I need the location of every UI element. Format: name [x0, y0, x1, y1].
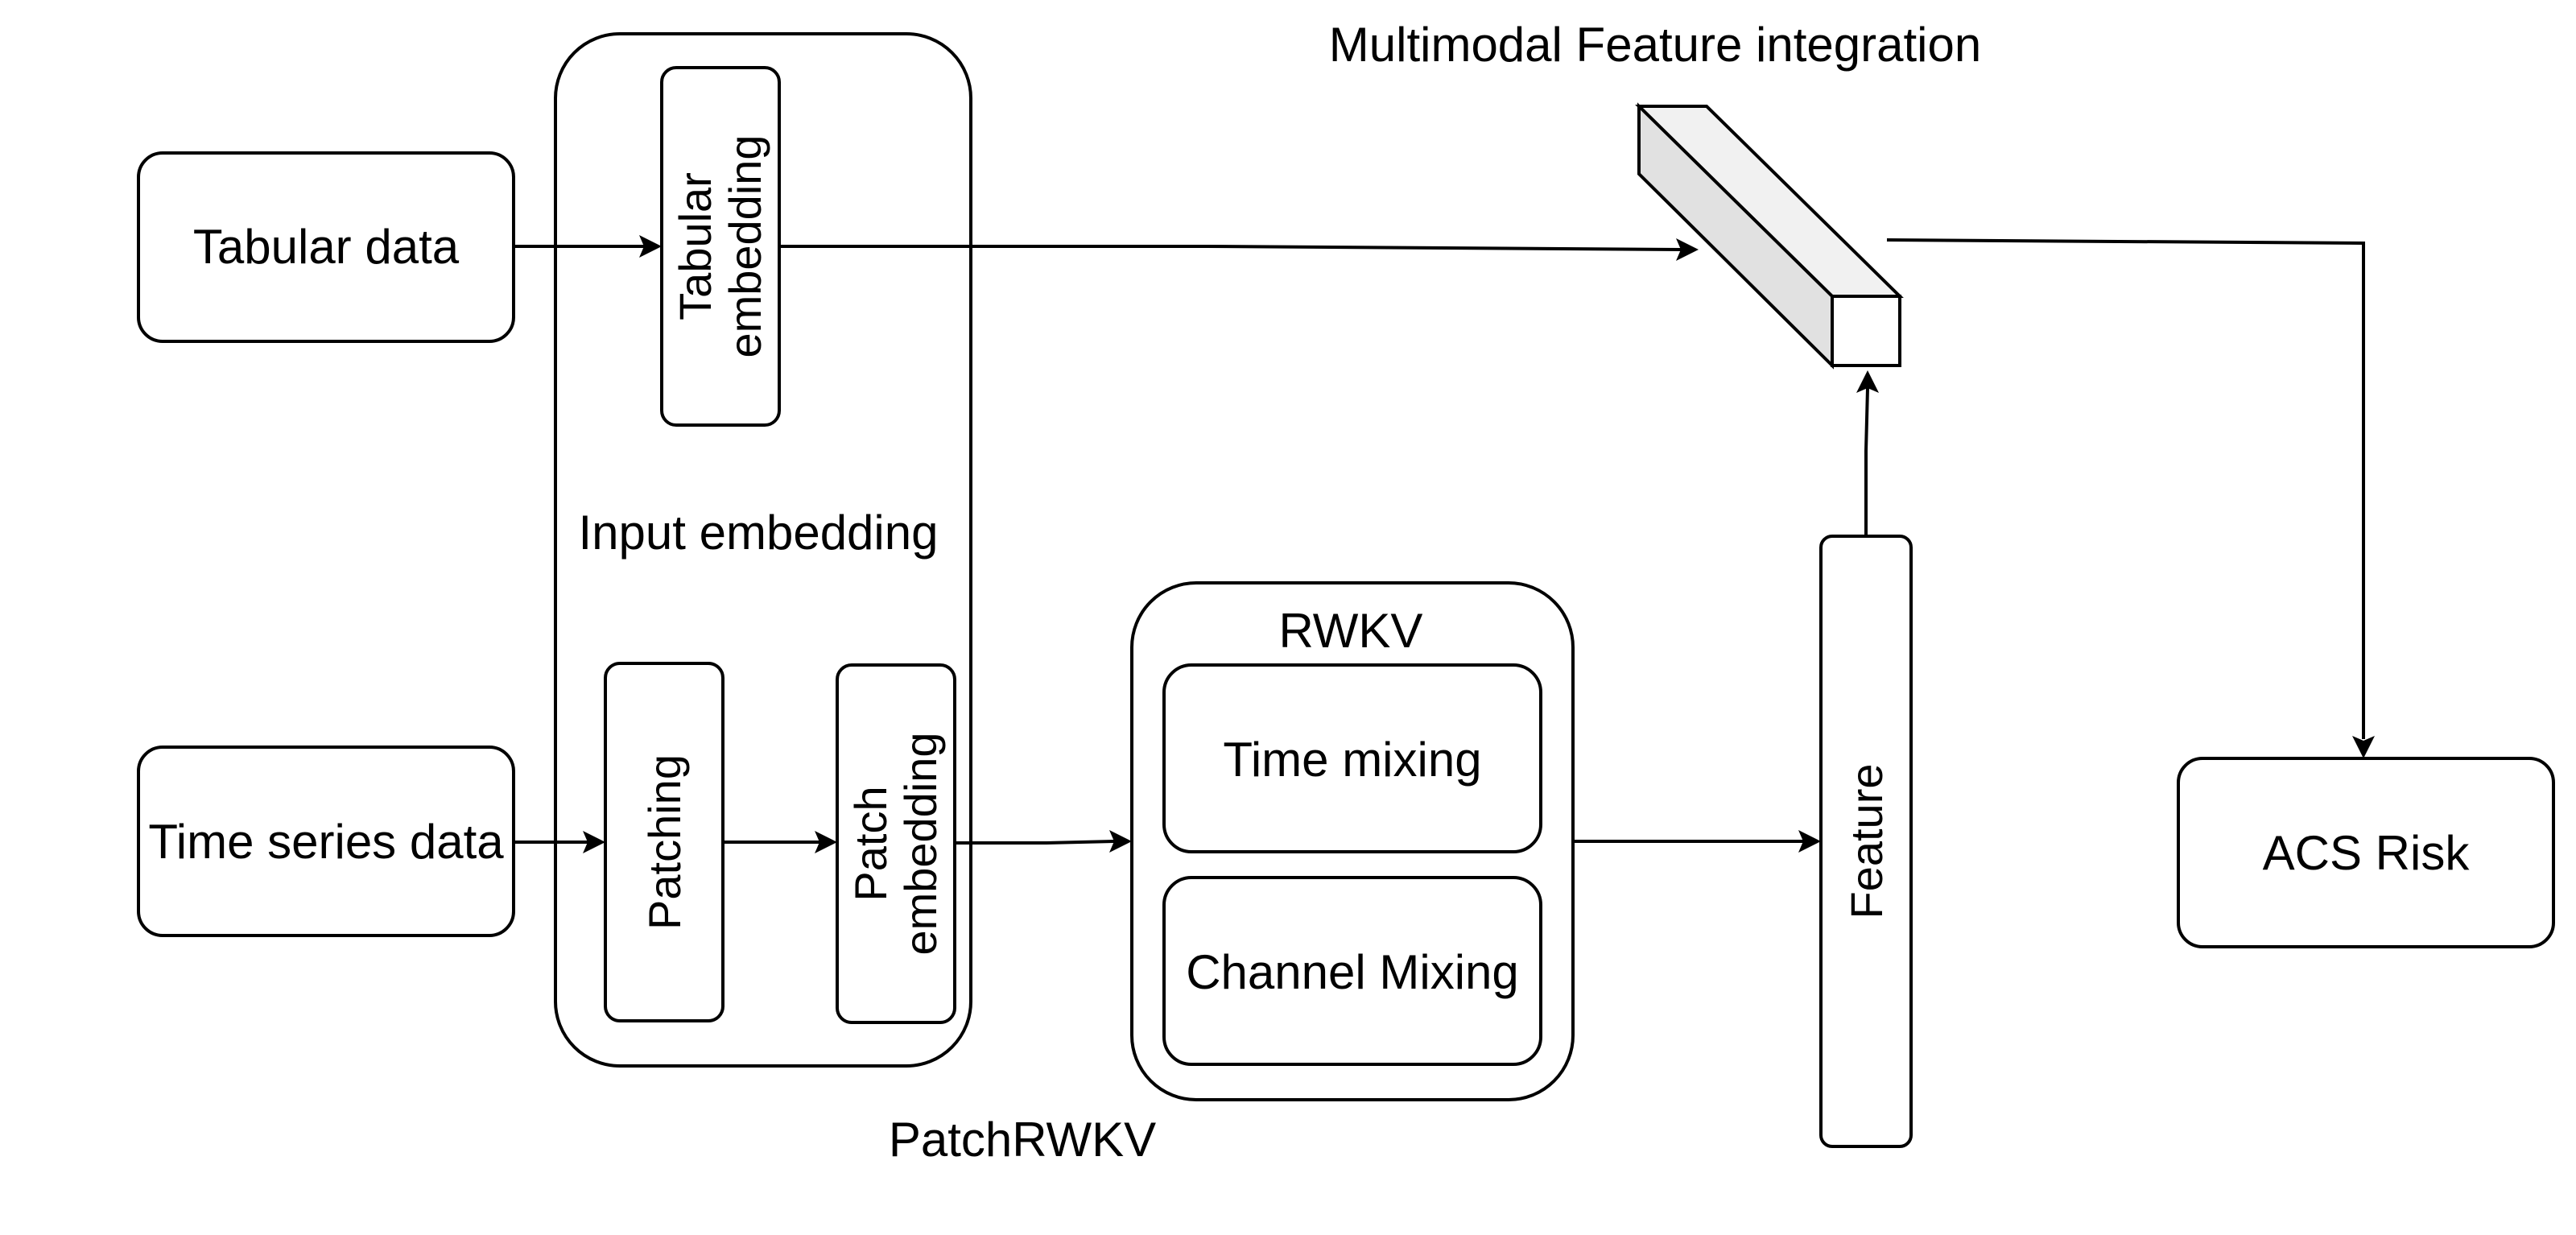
fusion-label: Multimodal Feature integration	[1329, 18, 1981, 72]
tabular-embedding-line1: Tabular	[670, 172, 720, 320]
edge-feature-to-fusion-arrow	[1856, 370, 1879, 393]
acs-risk-label: ACS Risk	[2263, 826, 2471, 880]
patching-label-group: Patching	[639, 754, 690, 930]
patching-label: Patching	[639, 754, 690, 930]
patchrwkv-label: PatchRWKV	[889, 1113, 1156, 1167]
edge-patch-embedding-to-rwkv-arrow	[1109, 830, 1132, 853]
input-embedding-label: Input embedding	[578, 506, 938, 560]
feature-label: Feature	[1841, 764, 1892, 919]
patch-embedding-line1: Patch	[845, 786, 896, 901]
tabular-data-label: Tabular data	[193, 220, 460, 274]
edge-patch-embedding-to-rwkv	[955, 840, 1115, 845]
channel-mixing-box	[1162, 876, 1542, 1066]
time-series-data-label: Time series data	[148, 815, 504, 869]
edge-tabular-embedding-to-fusion-arrow	[1676, 238, 1699, 261]
patch-embedding-line2: embedding	[895, 732, 946, 955]
feature-label-group: Feature	[1841, 764, 1892, 919]
channel-mixing-label: Channel Mixing	[1186, 945, 1519, 999]
fusion-block	[1635, 102, 1904, 370]
edge-timeseries-to-patching-arrow	[583, 831, 605, 853]
rwkv-label: RWKV	[1279, 604, 1423, 658]
time-mixing-label: Time mixing	[1223, 733, 1481, 787]
edge-feature-to-fusion	[1864, 387, 1869, 536]
fusion-block-front-face	[1831, 295, 1901, 367]
time-mixing-box	[1162, 663, 1542, 853]
tabular-embedding-label-group: Tabular embedding	[670, 134, 770, 357]
acs-risk-box	[2177, 757, 2555, 948]
patch-embedding-label-group: Patch embedding	[845, 732, 946, 955]
edge-fusion-to-acs-risk-arrow	[2352, 736, 2375, 758]
edge-patching-to-patch-embedding-arrow	[815, 831, 837, 853]
edge-tabular-to-embedding-arrow	[639, 235, 662, 258]
edge-tabular-embedding-to-fusion	[779, 245, 1682, 251]
edge-fusion-to-acs-risk	[1886, 238, 2365, 739]
tabular-embedding-line2: embedding	[720, 134, 770, 357]
edge-rwkv-to-feature-arrow	[1798, 830, 1821, 853]
